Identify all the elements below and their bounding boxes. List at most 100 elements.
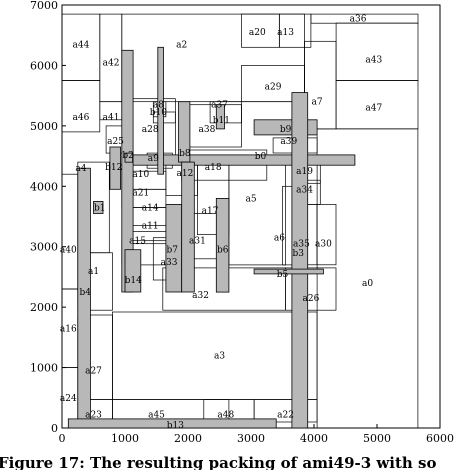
module-label-a20: a20	[249, 28, 266, 38]
module-a5	[228, 155, 286, 266]
module-label-a7: a7	[312, 98, 323, 108]
module-b5	[253, 268, 324, 275]
module-a7	[304, 40, 337, 130]
module-label-a41: a41	[103, 113, 120, 123]
module-label-a33: a33	[161, 258, 178, 268]
module-b10	[152, 111, 176, 124]
module-label-a21: a21	[132, 188, 149, 198]
module-label-a23: a23	[85, 411, 102, 421]
module-label-a10: a10	[132, 170, 149, 180]
module-b12	[109, 146, 122, 190]
module-a22	[253, 399, 318, 423]
module-label-a4: a4	[75, 164, 86, 174]
figure-caption: Figure 17: The resulting packing of ami4…	[0, 452, 474, 470]
module-label-a14: a14	[142, 203, 159, 213]
module-label-b4: b4	[80, 288, 92, 298]
x-tick-label: 6000	[426, 432, 454, 445]
module-label-a0: a0	[362, 279, 373, 289]
module-a46	[61, 80, 101, 133]
module-label-a26: a26	[302, 294, 319, 304]
plot-frame	[61, 4, 441, 429]
module-label-a28: a28	[142, 125, 159, 135]
module-label-b6: b6	[217, 246, 229, 256]
x-tick-label: 3000	[237, 432, 265, 445]
module-label-a31: a31	[189, 237, 206, 247]
module-a12b	[181, 161, 195, 293]
y-tick-label: 3000	[30, 241, 58, 254]
x-tick-label: 5000	[363, 432, 391, 445]
module-label-b13: b13	[167, 421, 184, 431]
module-label-a39: a39	[280, 137, 297, 147]
module-label-a37: a37	[211, 101, 228, 111]
module-b3	[291, 92, 309, 429]
module-label-b11: b11	[213, 116, 230, 126]
module-label-a5: a5	[245, 194, 256, 204]
module-b13	[67, 418, 277, 429]
module-label-a47: a47	[365, 104, 382, 114]
module-a13	[279, 13, 312, 48]
module-label-b1: b1	[94, 203, 106, 213]
module-label-a35: a35	[293, 240, 310, 250]
module-label-a13: a13	[277, 28, 294, 38]
x-tick-label: 0	[59, 432, 66, 445]
module-label-b14: b14	[125, 276, 142, 286]
module-label-a12: a12	[176, 169, 193, 179]
module-label-a29: a29	[265, 83, 282, 93]
x-tick-label: 2000	[174, 432, 202, 445]
module-label-a17: a17	[202, 207, 219, 217]
y-tick-label: 6000	[30, 59, 58, 72]
x-tick-label: 4000	[300, 432, 328, 445]
module-label-a44: a44	[72, 40, 89, 50]
module-b11	[215, 104, 225, 130]
module-b14	[124, 249, 142, 293]
y-tick-label: 7000	[30, 0, 58, 12]
module-label-b10: b10	[150, 108, 167, 118]
module-label-a45: a45	[148, 411, 165, 421]
y-tick-label: 1000	[30, 362, 58, 375]
module-label-b2: b2	[122, 151, 134, 161]
module-label-b3: b3	[293, 249, 305, 259]
module-label-a3: a3	[214, 352, 225, 362]
module-a43	[335, 22, 419, 81]
module-label-a15: a15	[129, 237, 146, 247]
module-label-b5: b5	[277, 270, 289, 280]
figure-caption-text: Figure 17: The resulting packing of ami4…	[0, 454, 437, 470]
module-label-a27: a27	[85, 367, 102, 377]
module-label-a34: a34	[296, 185, 313, 195]
modules-layer	[61, 13, 419, 429]
module-label-a19: a19	[296, 167, 313, 177]
module-label-b12: b12	[105, 163, 122, 173]
module-label-a32: a32	[192, 291, 209, 301]
module-label-a48: a48	[217, 411, 234, 421]
module-label-a18: a18	[205, 163, 222, 173]
module-label-a25: a25	[107, 137, 124, 147]
y-tick-label: 4000	[30, 180, 58, 193]
module-label-b0: b0	[255, 152, 267, 162]
module-label-a16: a16	[60, 324, 77, 334]
module-a28b	[157, 46, 164, 175]
y-tick-label: 0	[51, 422, 58, 435]
y-tick-label: 2000	[30, 301, 58, 314]
module-label-a8: a8	[153, 101, 164, 111]
module-b1	[93, 200, 104, 214]
module-label-a9: a9	[148, 154, 159, 164]
module-label-b9: b9	[280, 125, 292, 135]
module-b2	[124, 152, 133, 163]
module-label-a36: a36	[350, 14, 367, 24]
module-label-a30: a30	[315, 240, 332, 250]
module-label-a24: a24	[60, 394, 77, 404]
module-label-a38: a38	[198, 125, 215, 135]
module-label-a2: a2	[176, 40, 187, 50]
module-label-a11: a11	[142, 222, 159, 232]
module-label-a6: a6	[274, 234, 285, 244]
module-a40	[61, 173, 79, 290]
module-label-b8: b8	[179, 149, 191, 159]
module-label-a42: a42	[103, 58, 120, 68]
y-tick-label: 5000	[30, 120, 58, 133]
module-label-a1: a1	[88, 267, 99, 277]
module-label-a46: a46	[72, 113, 89, 123]
module-label-a22: a22	[277, 411, 294, 421]
